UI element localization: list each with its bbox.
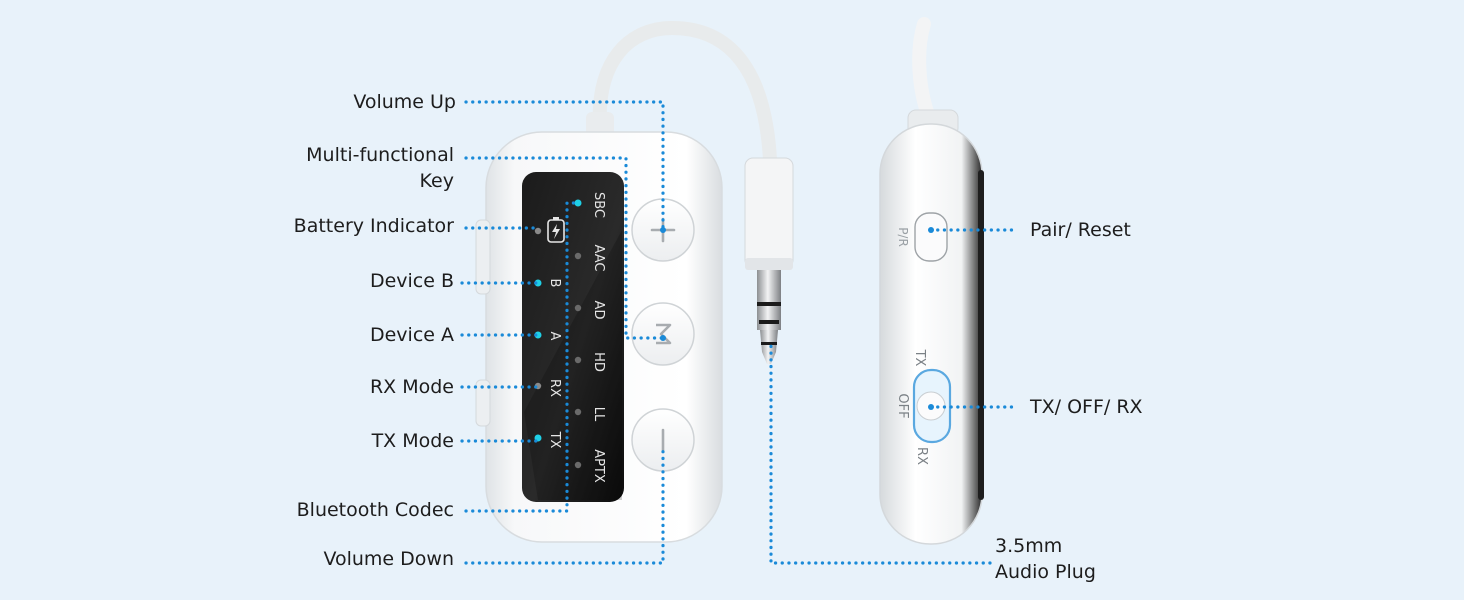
- codec-label-hd: HD: [591, 352, 606, 372]
- label-pair-reset: Pair/ Reset: [1030, 219, 1131, 241]
- label-volume-up: Volume Up: [353, 91, 456, 113]
- led-sbc: [574, 199, 582, 207]
- switch-label-off: OFF: [895, 393, 910, 418]
- m-icon: [656, 323, 672, 345]
- codec-label-aac: AAC: [591, 245, 606, 272]
- led-hd: [574, 356, 582, 364]
- label-device-b: Device B: [369, 270, 454, 292]
- panel-label-tx: TX: [547, 431, 562, 449]
- codec-label-aptx: APTX: [591, 449, 606, 483]
- led-panel: [522, 172, 624, 502]
- callout-lines: [460, 100, 1020, 565]
- led-ll: [574, 408, 582, 416]
- codec-label-ad: AD: [591, 301, 606, 320]
- led-ad: [574, 304, 582, 312]
- audio-plug: [744, 157, 794, 364]
- pair-reset-button[interactable]: [914, 212, 948, 262]
- codec-label-sbc: SBC: [591, 192, 606, 218]
- label-audio-plug: 3.5mm Audio Plug: [995, 535, 1096, 583]
- label-volume-down: Volume Down: [323, 548, 454, 570]
- multi-function-button[interactable]: [631, 302, 695, 366]
- battery-icon: [547, 217, 565, 243]
- pair-reset-label: P/R: [896, 227, 910, 247]
- side-device: P/R TX OFF RX: [879, 17, 984, 545]
- led-indicators: [534, 199, 582, 469]
- label-multi-functional-key: Multi-functional Key: [306, 144, 454, 192]
- callout-endpoints: [660, 227, 934, 410]
- led-aac: [574, 252, 582, 260]
- led-battery: [534, 227, 542, 235]
- side-cable: [912, 17, 937, 127]
- label-rx-mode: RX Mode: [369, 376, 454, 398]
- panel-label-rx: RX: [547, 379, 562, 397]
- label-device-a: Device A: [369, 324, 454, 346]
- codec-label-ll: LL: [591, 407, 606, 422]
- volume-down-button[interactable]: [631, 408, 695, 472]
- led-device-a: [534, 331, 542, 339]
- label-battery-indicator: Battery Indicator: [293, 215, 454, 237]
- led-aptx: [574, 461, 582, 469]
- panel-label-b: B: [547, 279, 562, 288]
- cable: [592, 20, 777, 167]
- front-device: B A RX TX SBC AAC AD HD LL APTX: [475, 20, 777, 543]
- led-device-b: [534, 279, 542, 287]
- label-tx-mode: TX Mode: [371, 430, 454, 452]
- panel-label-a: A: [547, 332, 562, 341]
- switch-label-rx: RX: [914, 447, 929, 465]
- switch-label-tx: TX: [912, 349, 927, 367]
- label-bluetooth-codec: Bluetooth Codec: [296, 499, 454, 521]
- label-tx-off-rx: TX/ OFF/ RX: [1030, 396, 1143, 418]
